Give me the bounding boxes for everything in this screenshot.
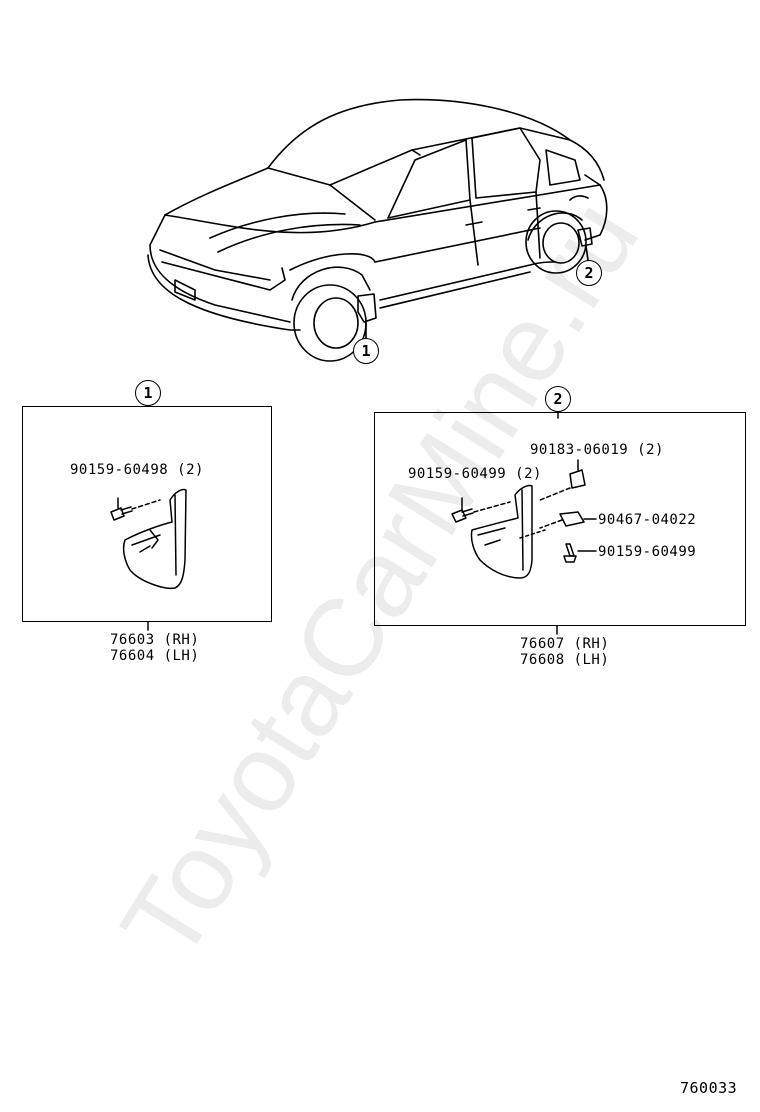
group-2-clip-label: 90183-06019 (2) xyxy=(530,442,664,458)
group-1-part-lh: 76604 (LH) xyxy=(110,648,200,664)
callout-1-car: 1 xyxy=(353,338,379,364)
group-2-nut-label: 90467-04022 xyxy=(598,512,697,528)
group-2-index: 2 xyxy=(545,386,571,412)
group-2-part-lh: 76608 (LH) xyxy=(520,652,610,668)
callout-2-car: 2 xyxy=(576,260,602,286)
group-2-bolt-label: 90159-60499 (2) xyxy=(408,466,542,482)
diagram-code: 760033 xyxy=(680,1079,738,1097)
group-1-part-rh: 76603 (RH) xyxy=(110,632,200,648)
group-1-bolt-label: 90159-60498 (2) xyxy=(70,462,204,478)
group-1-index: 1 xyxy=(135,380,161,406)
group-2-screw-label: 90159-60499 xyxy=(598,544,697,560)
group-2-box xyxy=(374,412,746,626)
group-2-part-rh: 76607 (RH) xyxy=(520,636,610,652)
group-1-box xyxy=(22,406,272,622)
